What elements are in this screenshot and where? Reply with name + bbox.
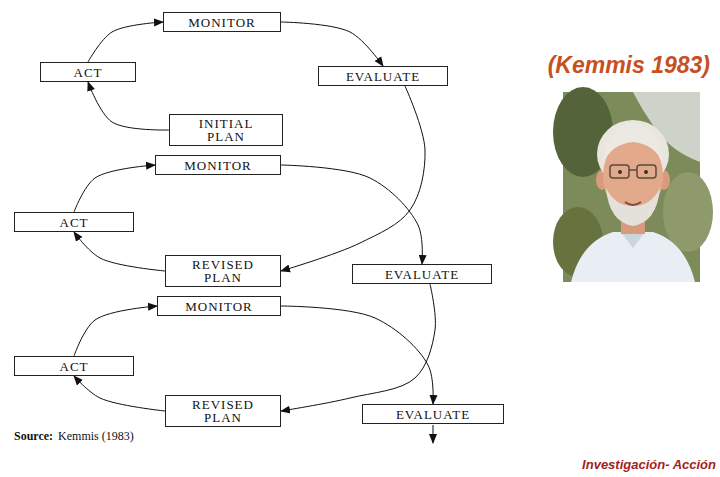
cycle-arrow xyxy=(281,165,422,264)
photo-hairline xyxy=(603,122,663,164)
photo-foliage xyxy=(663,172,713,252)
step-box: MONITOR xyxy=(157,296,281,316)
step-label: EVALUATE xyxy=(346,70,420,83)
step-box: ACT xyxy=(14,356,134,376)
step-box: INITIAL PLAN xyxy=(169,114,283,146)
step-box: ACT xyxy=(14,212,134,232)
exit-arrow xyxy=(433,425,434,443)
cycle-arrow xyxy=(88,82,169,130)
step-box: MONITOR xyxy=(155,155,281,175)
step-label: REVISED PLAN xyxy=(184,258,262,284)
cycle-arrow xyxy=(281,306,433,404)
photo-mouth xyxy=(625,202,641,205)
cycle-arrow xyxy=(74,165,155,212)
photo-shirt xyxy=(571,232,695,282)
step-box: EVALUATE xyxy=(362,404,504,424)
step-label: ACT xyxy=(60,216,89,229)
photo-beard xyxy=(606,188,660,226)
photo-eye xyxy=(644,170,648,174)
step-label: MONITOR xyxy=(184,159,251,172)
cycle-arrow xyxy=(74,376,165,411)
cycle-arrow xyxy=(281,284,435,411)
photo-glasses xyxy=(637,165,656,178)
method-caption: Investigación- Acción xyxy=(582,457,716,472)
author-citation: (Kemmis 1983) xyxy=(548,52,710,79)
step-box: EVALUATE xyxy=(318,66,448,86)
source-prefix: Source: xyxy=(14,429,53,444)
step-label: REVISED PLAN xyxy=(184,398,262,424)
step-box: REVISED PLAN xyxy=(165,255,281,287)
source-citation: Kemmis (1983) xyxy=(58,429,134,444)
photo-glasses xyxy=(610,165,629,178)
photo-collar xyxy=(621,232,645,248)
photo-glasses xyxy=(629,169,637,171)
step-label: EVALUATE xyxy=(396,408,470,421)
step-label: MONITOR xyxy=(185,300,252,313)
cycle-arrow xyxy=(74,232,165,271)
step-box: REVISED PLAN xyxy=(165,395,281,427)
step-box: ACT xyxy=(40,62,136,82)
step-label: INITIAL PLAN xyxy=(187,117,265,143)
cycle-arrow xyxy=(88,22,163,62)
step-label: EVALUATE xyxy=(385,268,459,281)
step-box: MONITOR xyxy=(163,12,281,32)
photo-eye xyxy=(618,170,622,174)
step-label: ACT xyxy=(60,360,89,373)
author-photo xyxy=(553,87,713,282)
cycle-arrow xyxy=(74,306,157,356)
cycle-arrow xyxy=(281,86,425,271)
step-box: EVALUATE xyxy=(352,264,492,284)
step-label: ACT xyxy=(74,66,103,79)
cycle-arrow xyxy=(281,22,383,66)
step-label: MONITOR xyxy=(188,16,255,29)
